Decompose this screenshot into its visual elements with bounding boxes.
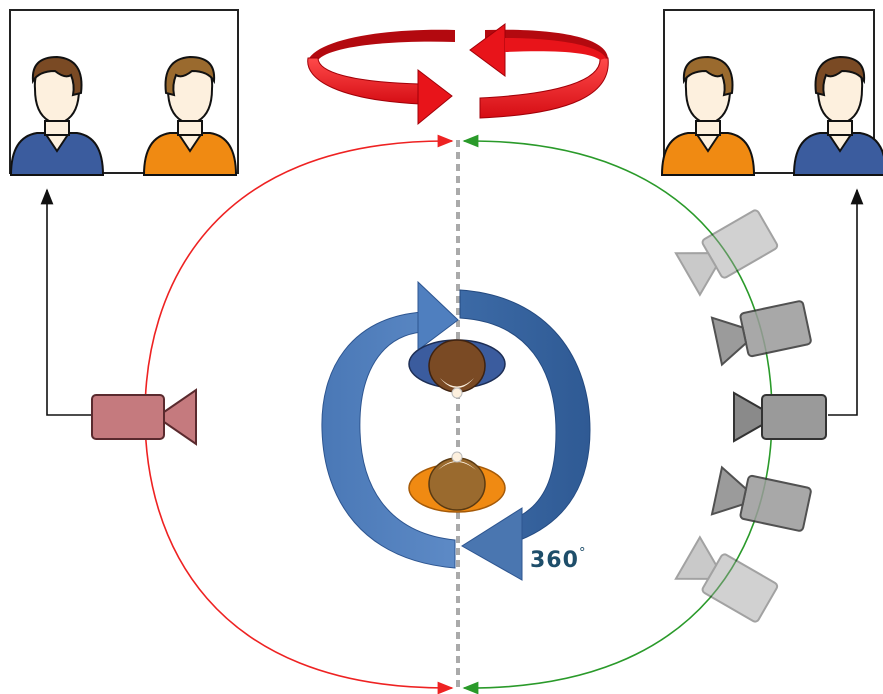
blue-rotation-arrows-icon bbox=[321, 280, 591, 581]
person-top-view-icon bbox=[408, 339, 506, 399]
rotation-degree-label: 360° bbox=[530, 546, 587, 573]
red-rotation-arrows-icon bbox=[307, 23, 609, 126]
person-top-view-icon bbox=[408, 451, 506, 513]
video-camera-icon bbox=[674, 206, 827, 626]
monitor-right-icon bbox=[661, 9, 883, 176]
right-feed-arrow bbox=[828, 188, 864, 416]
video-camera-icon bbox=[91, 388, 197, 446]
rotation-degree-value: 360 bbox=[530, 548, 579, 573]
left-feed-arrow bbox=[40, 188, 92, 416]
rotation-degree-unit: ° bbox=[578, 546, 587, 561]
monitor-left-icon bbox=[9, 9, 239, 176]
